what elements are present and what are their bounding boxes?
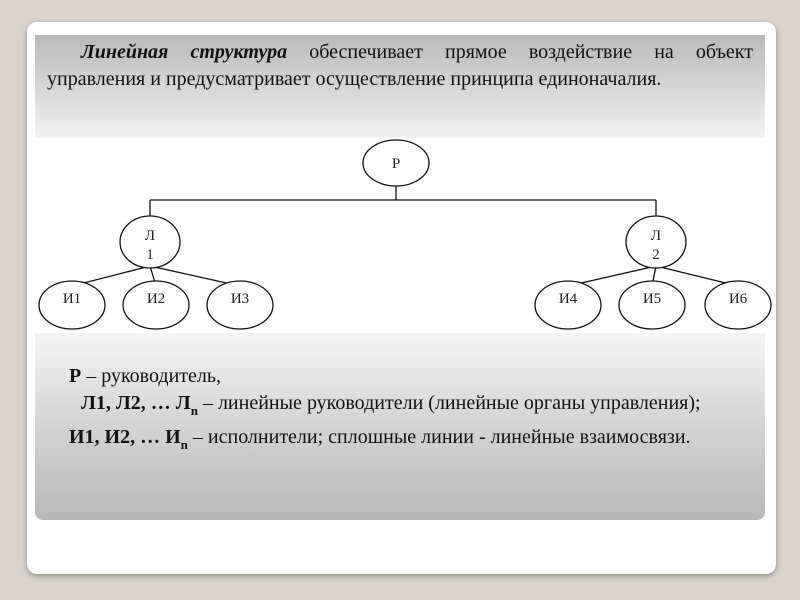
definition-body: обеспечивает прямое воздействие на объек… xyxy=(47,41,754,90)
executor-label-i2: И2 xyxy=(147,291,165,307)
legend-managers-subscript: n xyxy=(190,403,198,418)
executor-label-i1: И1 xyxy=(63,291,81,307)
legend-root-text: – руководитель, xyxy=(81,365,221,387)
root-node xyxy=(362,139,430,187)
executor-label-i3: И3 xyxy=(231,291,249,307)
definition-term: Линейная структура xyxy=(81,41,288,63)
definition-panel: Линейная структура обеспечивает прямое в… xyxy=(35,35,765,138)
legend-root-term: Р xyxy=(69,365,82,387)
legend-managers-term: Л1, Л2, … Л xyxy=(81,392,191,414)
executor-label-i6: И6 xyxy=(729,291,748,307)
legend-managers: Л1, Л2, … Лn – линейные руководители (ли… xyxy=(47,390,753,424)
manager-node-l2 xyxy=(625,215,687,269)
manager-label-l1-number: 1 xyxy=(146,247,154,263)
executor-node-i1 xyxy=(38,280,106,330)
connector-l2-i4 xyxy=(567,265,657,287)
manager-label-l2-letter: Л xyxy=(651,228,661,244)
executor-node-i5 xyxy=(618,280,686,330)
executor-node-i3 xyxy=(206,280,274,330)
legend-executors-text: – исполнители; сплошные линии - линейные… xyxy=(187,426,691,448)
executor-node-i4 xyxy=(534,280,602,330)
connector-l1-i3 xyxy=(149,265,241,287)
executor-label-i5: И5 xyxy=(643,291,661,307)
legend-executors: И1, И2, … Иn – исполнители; сплошные лин… xyxy=(47,424,753,458)
legend-root: Р – руководитель, xyxy=(47,363,753,390)
legend-executors-term: И1, И2, … И xyxy=(69,426,181,448)
legend-panel: Р – руководитель, Л1, Л2, … Лn – линейны… xyxy=(35,333,765,520)
root-label: Р xyxy=(392,156,400,172)
legend-managers-text: – линейные руководители (линейные органы… xyxy=(197,392,701,414)
executor-label-i4: И4 xyxy=(559,291,578,307)
manager-node-l1 xyxy=(119,215,181,269)
executor-node-i6 xyxy=(704,280,772,330)
executor-node-i2 xyxy=(122,280,190,330)
manager-label-l1-letter: Л xyxy=(145,228,155,244)
manager-label-l2-number: 2 xyxy=(652,247,660,263)
connector-lines xyxy=(71,186,739,287)
legend-executors-subscript: n xyxy=(180,437,188,452)
definition-text: Линейная структура обеспечивает прямое в… xyxy=(47,39,753,93)
